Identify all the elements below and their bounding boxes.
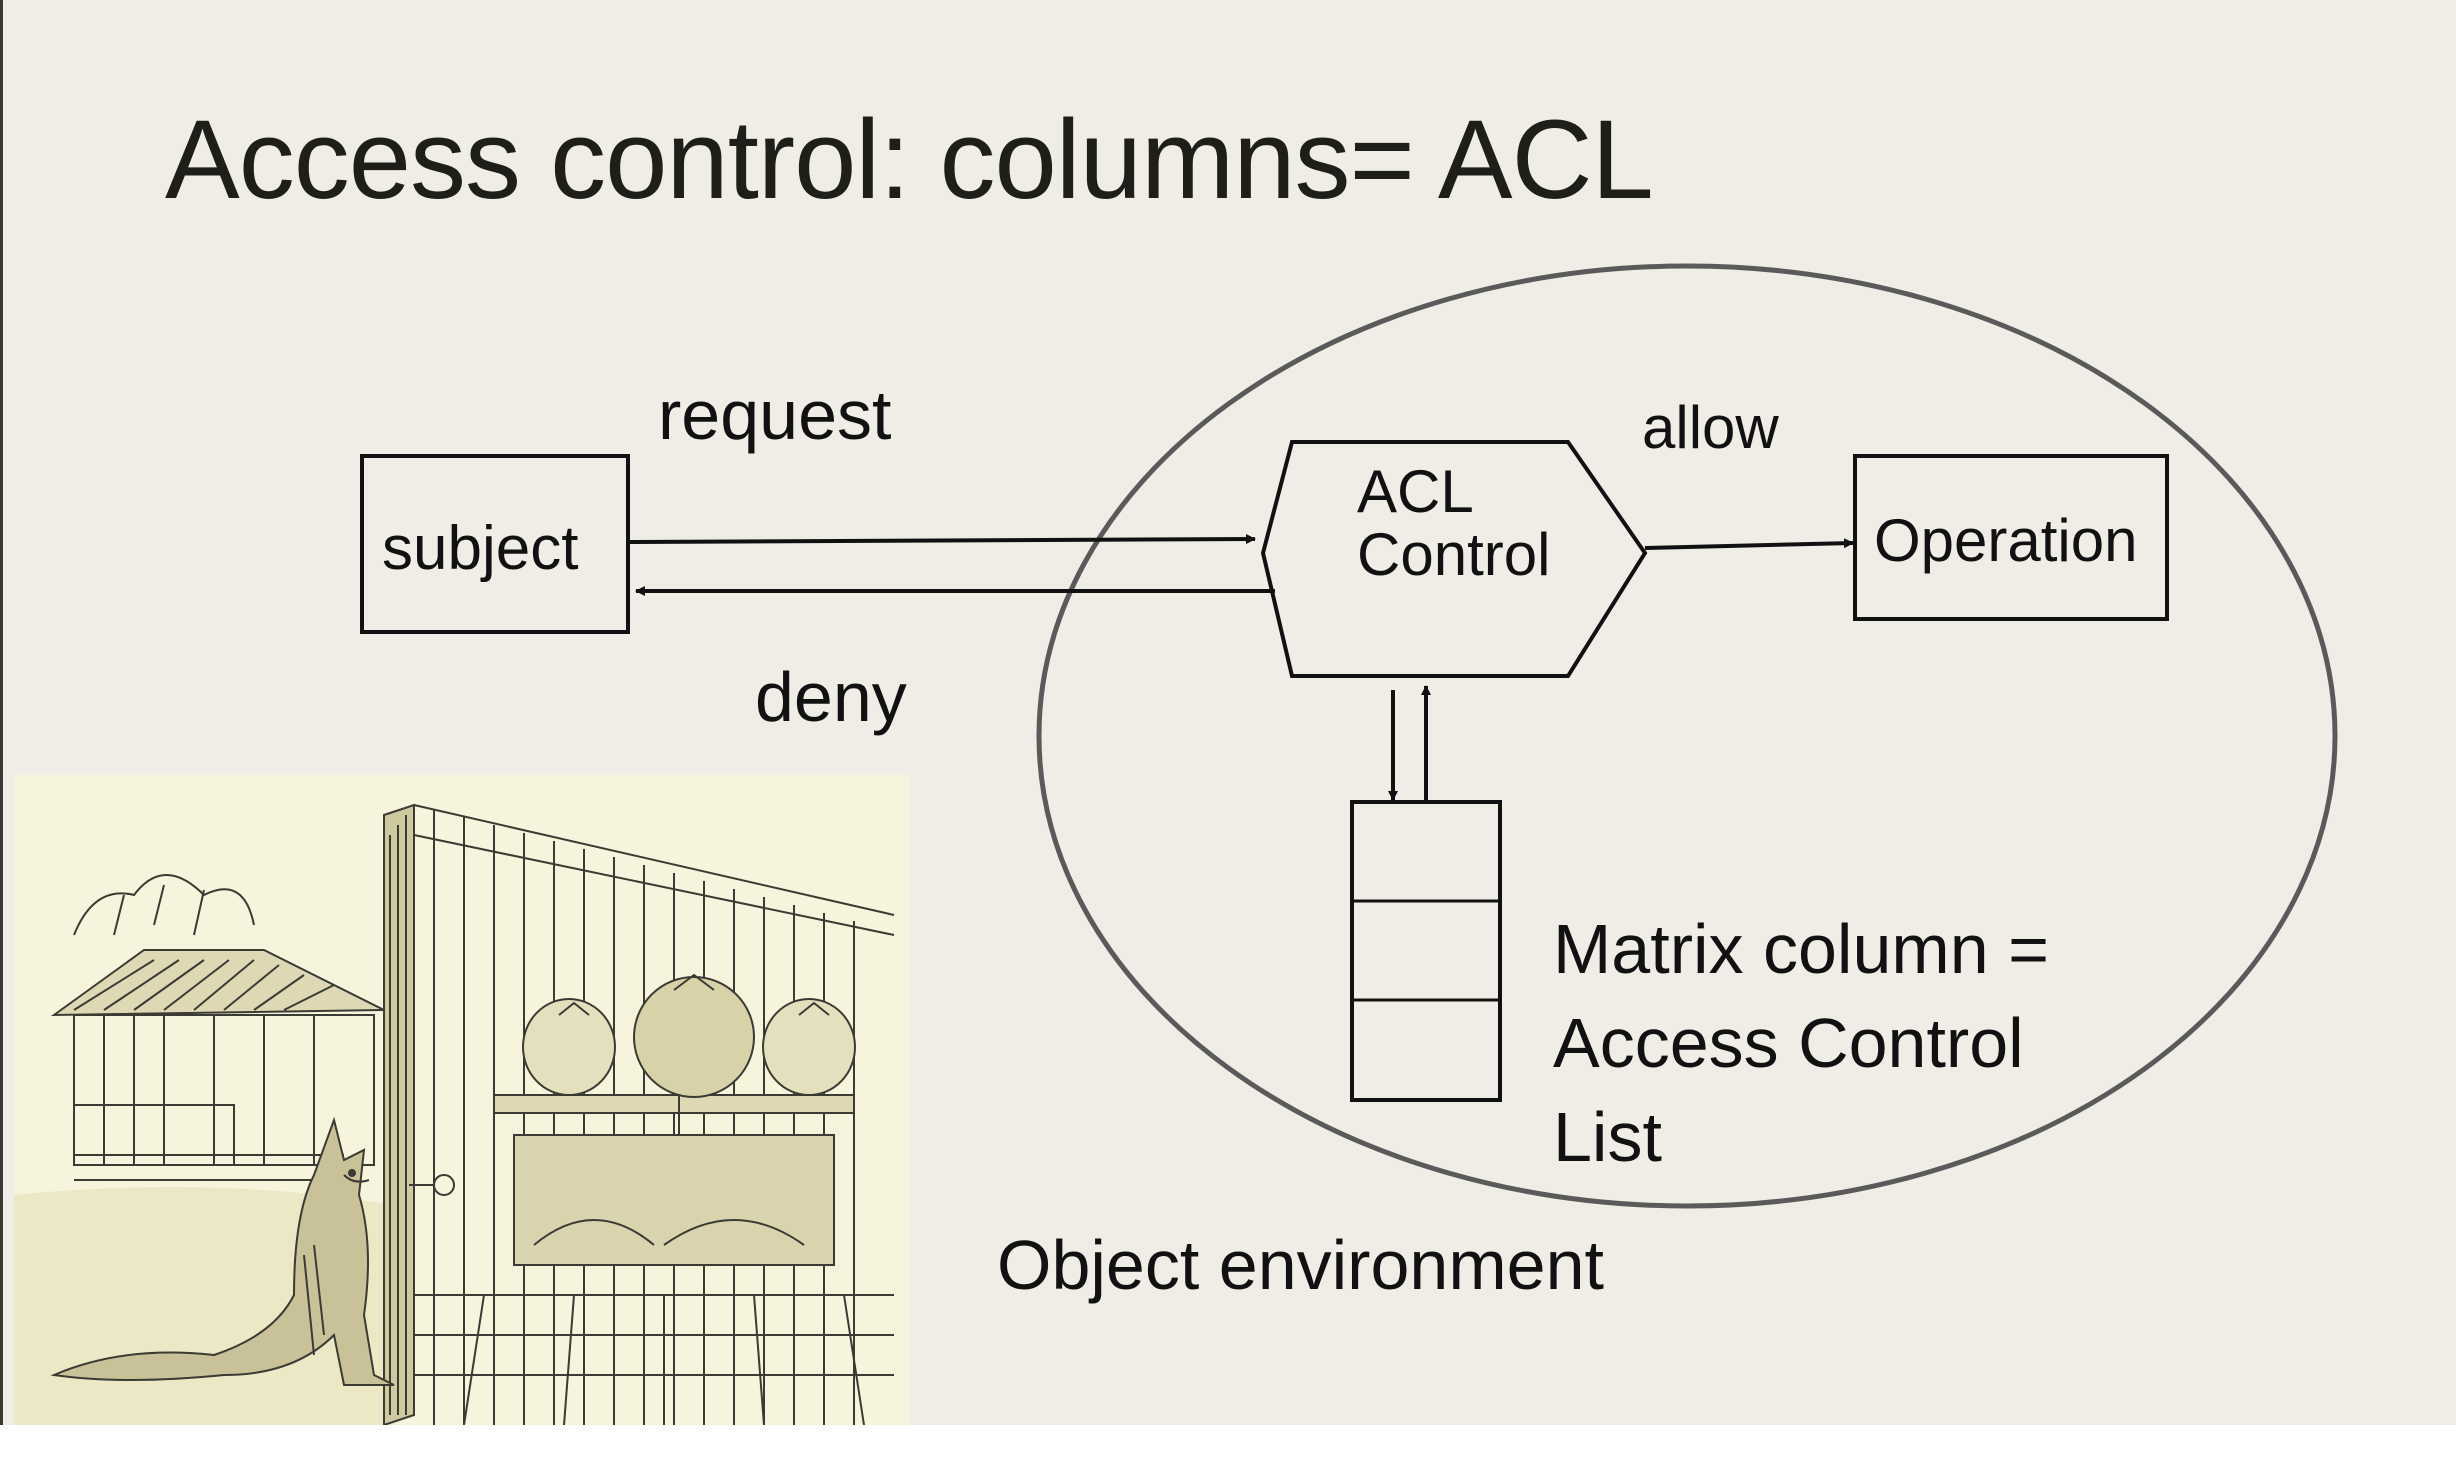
slide-title: Access control: columns= ACL: [165, 97, 1654, 222]
operation-label: Operation: [1874, 507, 2138, 574]
matrix-column-label-line2: Access Control: [1553, 1004, 2024, 1082]
slide-left-border: [0, 0, 3, 1425]
object-environment-ellipse: [1036, 263, 2338, 1209]
subject-label: subject: [382, 514, 579, 583]
allow-label: allow: [1642, 394, 1779, 461]
fox-henhouse-illustration: [14, 775, 910, 1425]
acl-control-label-line2: Control: [1357, 521, 1551, 588]
operation-box: [1853, 454, 2169, 621]
acl-control-label-line1: ACL: [1357, 458, 1474, 525]
object-environment-label: Object environment: [997, 1226, 1604, 1304]
subject-box: [360, 454, 630, 634]
request-arrow: [627, 534, 1256, 545]
acl-control-hexagon: [1260, 440, 1648, 678]
request-label: request: [658, 376, 892, 454]
matrix-column-label-line3: List: [1553, 1098, 1662, 1176]
slide: Access control: columns= ACL: [0, 0, 2456, 1425]
allow-arrow: [1644, 538, 1854, 550]
acl-list-stack: [1350, 800, 1502, 1102]
deny-label: deny: [755, 658, 907, 736]
matrix-column-label-line1: Matrix column =: [1553, 910, 2049, 988]
acl-diagram: [360, 263, 2338, 1209]
